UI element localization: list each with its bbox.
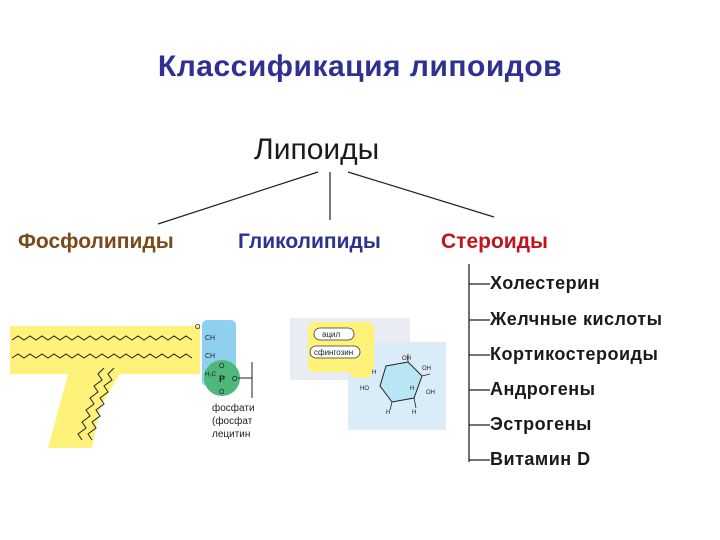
steroid-item-estrogens: Эстрогены — [490, 414, 592, 434]
fatty-acid-chain-1 — [11, 335, 193, 341]
phospholipid-structure-image: O CH CH H₂C P O O O фосфати (фосфат леци… — [0, 312, 276, 448]
svg-text:OH: OH — [426, 390, 435, 396]
acyl-label: ацил — [322, 330, 341, 339]
category-phospholipids: Фосфолипиды — [18, 230, 174, 253]
svg-text:HO: HO — [360, 386, 369, 392]
line-to-steroids — [347, 171, 495, 218]
svg-text:H: H — [386, 410, 390, 416]
atom-p: P — [219, 374, 225, 384]
category-glycolipids: Гликолипиды — [238, 230, 381, 253]
atom-o-4: O — [232, 376, 238, 383]
phospho-caption-1: фосфати — [212, 402, 255, 414]
sphingosine-label: сфингозин — [314, 348, 353, 357]
atom-h2c: H₂C — [205, 372, 217, 378]
svg-text:H: H — [412, 410, 416, 416]
svg-text:OH: OH — [402, 356, 411, 362]
steroid-item-androgens: Андрогены — [490, 379, 596, 399]
category-steroids: Стероиды — [441, 230, 548, 253]
atom-ch2: CH — [205, 335, 215, 342]
atom-ch: CH — [205, 353, 215, 360]
sphingosine-label-box — [309, 345, 361, 359]
steroid-item-corticosteroids: Кортикостероиды — [490, 344, 659, 364]
svg-text:H: H — [372, 370, 376, 376]
acyl-label-box — [313, 327, 355, 341]
glycolipid-structure-image: ацил сфингозин OH OH OH H H HO H H — [290, 318, 446, 430]
atom-o: O — [195, 324, 201, 331]
atom-o-3: O — [219, 389, 225, 396]
steroid-item-vitamin-d: Витамин D — [490, 449, 591, 469]
line-to-phospholipids — [157, 171, 319, 225]
atom-o-2: O — [219, 363, 225, 370]
fatty-acid-chain-2 — [11, 353, 193, 359]
fatty-acid-chain-3 — [87, 367, 115, 441]
steroid-item-cholesterol: Холестерин — [490, 273, 601, 293]
svg-text:OH: OH — [422, 366, 431, 372]
page-title: Классификация липоидов — [157, 50, 563, 83]
svg-text:H: H — [410, 386, 414, 392]
phosphate-circle — [204, 360, 240, 396]
root-node-lipoids: Липоиды — [254, 133, 380, 166]
phospho-caption-3: лецитин — [212, 429, 250, 440]
steroid-item-bile-acids: Желчные кислоты — [490, 309, 663, 329]
phospho-caption-2: (фосфат — [212, 415, 253, 427]
